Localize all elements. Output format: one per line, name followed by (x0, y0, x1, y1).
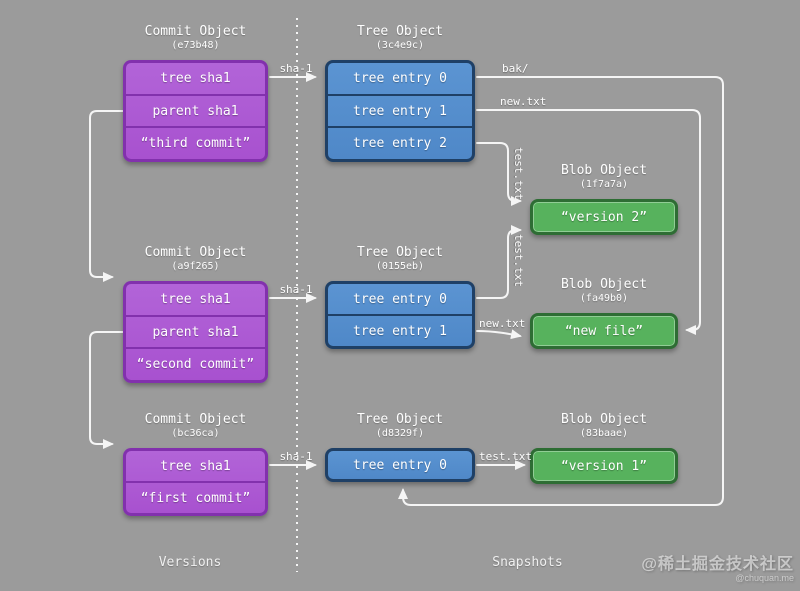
edge-testtxt-top-to-blob-1f7a7a (476, 142, 522, 206)
edge-label-sha1-top: sha-1 (279, 62, 313, 75)
blob-object-fa49b0: Blob Object (fa49b0) “new file” (530, 277, 678, 349)
commit-box: tree sha1 “first commit” (123, 448, 268, 516)
object-hash: (fa49b0) (579, 293, 629, 304)
edge-label-newtxt-middle: new.txt (479, 317, 526, 330)
tree-entry: tree entry 0 (353, 457, 447, 473)
object-hash: (e73b48) (171, 40, 220, 51)
blob-content: “version 1” (560, 458, 648, 474)
watermark-subtext: @chuquan.me (735, 573, 794, 583)
tree-box: tree entry 0 tree entry 1 tree entry 2 (325, 60, 475, 162)
commit-field-message: “second commit” (126, 347, 265, 380)
object-hash: (0155eb) (375, 261, 425, 272)
watermark-text: @稀土掘金技术社区 (641, 556, 794, 573)
tree-entry: tree entry 1 (328, 93, 472, 127)
edge-label-testtxt-middle: test.txt (512, 234, 525, 287)
tree-box: tree entry 0 tree entry 1 (325, 281, 475, 349)
object-title: Blob Object (560, 277, 648, 292)
blob-box: “new file” (530, 313, 678, 349)
object-hash: (3c4e9c) (375, 40, 425, 51)
edge-label-bak: bak/ (502, 62, 529, 75)
edge-label-sha1-bottom: sha-1 (279, 450, 313, 463)
object-title: Tree Object (356, 24, 444, 39)
commit-field-tree-sha1: tree sha1 (160, 291, 231, 307)
edge-parent-second-to-first (89, 331, 124, 449)
edge-newtxt-middle-to-blob-fa49b0 (476, 329, 522, 340)
object-title: Tree Object (356, 412, 444, 427)
watermark: @稀土掘金技术社区 @chuquan.me (641, 556, 794, 583)
tree-box: tree entry 0 (325, 448, 475, 482)
object-hash: (83baae) (579, 428, 629, 439)
edge-parent-third-to-second (89, 110, 124, 282)
blob-content: “new file” (564, 323, 644, 339)
blob-object-1f7a7a: Blob Object (1f7a7a) “version 2” (530, 163, 678, 235)
tree-object-3c4e9c: Tree Object (3c4e9c) tree entry 0 tree e… (325, 24, 475, 162)
object-title: Commit Object (144, 24, 247, 39)
edge-label-testtxt-top: test.txt (512, 147, 525, 200)
object-title: Tree Object (356, 245, 444, 260)
tree-object-0155eb: Tree Object (0155eb) tree entry 0 tree e… (325, 245, 475, 349)
commit-box: tree sha1 parent sha1 “second commit” (123, 281, 268, 383)
object-hash: (bc36ca) (171, 428, 220, 439)
commit-field-message: “third commit” (126, 126, 265, 159)
edge-label-sha1-middle: sha-1 (279, 283, 313, 296)
column-label-versions: Versions (158, 555, 222, 570)
object-hash: (a9f265) (171, 261, 220, 272)
blob-object-83baae: Blob Object (83baae) “version 1” (530, 412, 678, 484)
commit-field-tree-sha1: tree sha1 (160, 70, 231, 86)
edge-label-testtxt-bottom: test.txt (479, 450, 532, 463)
tree-entry: tree entry 2 (328, 126, 472, 159)
tree-object-d8329f: Tree Object (d8329f) tree entry 0 (325, 412, 475, 482)
tree-entry: tree entry 0 (353, 291, 447, 307)
edge-newtxt-top-to-blob-fa49b0 (476, 109, 701, 335)
commit-field-parent-sha1: parent sha1 (126, 93, 265, 127)
object-title: Commit Object (144, 412, 247, 427)
commit-field-message: “first commit” (126, 481, 265, 513)
commit-object-bc36ca: Commit Object (bc36ca) tree sha1 “first … (123, 412, 268, 516)
commit-box: tree sha1 parent sha1 “third commit” (123, 60, 268, 162)
tree-entry: tree entry 1 (328, 314, 472, 346)
object-title: Blob Object (560, 163, 648, 178)
commit-field-tree-sha1: tree sha1 (160, 458, 231, 474)
blob-content: “version 2” (560, 209, 648, 225)
tree-entry: tree entry 0 (353, 70, 447, 86)
object-hash: (d8329f) (375, 428, 425, 439)
edge-bak-to-tree-d8329f (398, 76, 724, 506)
object-title: Commit Object (144, 245, 247, 260)
object-title: Blob Object (560, 412, 648, 427)
commit-object-a9f265: Commit Object (a9f265) tree sha1 parent … (123, 245, 268, 383)
blob-box: “version 1” (530, 448, 678, 484)
column-label-snapshots: Snapshots (492, 555, 563, 570)
blob-box: “version 2” (530, 199, 678, 235)
object-hash: (1f7a7a) (579, 179, 629, 190)
commit-field-parent-sha1: parent sha1 (126, 314, 265, 348)
edge-label-newtxt-top: new.txt (500, 95, 547, 108)
commit-object-e73b48: Commit Object (e73b48) tree sha1 parent … (123, 24, 268, 162)
edge-testtxt-middle-to-blob-1f7a7a (476, 225, 522, 299)
